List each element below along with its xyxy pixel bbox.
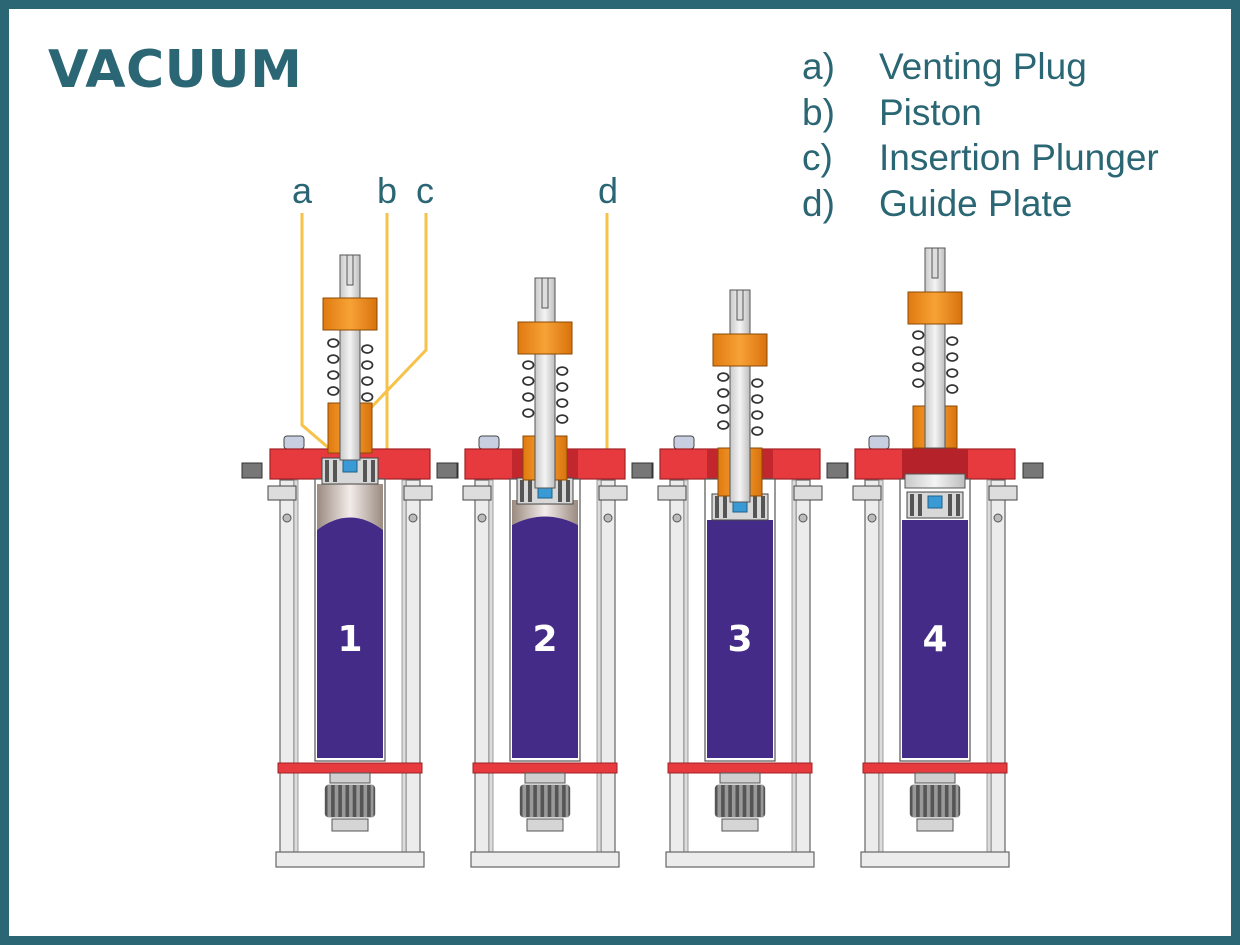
legend-key: c) [802,137,833,178]
legend-item-guide-plate: d) Guide Plate [802,181,1159,227]
legend-label: Piston [879,91,982,133]
legend-key: a) [802,46,835,87]
legend-item-venting-plug: a) Venting Plug [802,44,1159,90]
liquid-fill [317,517,383,758]
legend-item-piston: b) Piston [802,90,1159,136]
stage-number-label: 3 [727,619,752,660]
legend-item-insertion-plunger: c) Insertion Plunger [802,135,1159,181]
callout-letter-b: b [377,170,398,211]
stage-1: 1 [242,254,458,867]
legend-label: Guide Plate [879,182,1073,224]
liquid-fill [512,516,578,758]
liquid-fill [902,520,968,758]
callout-letter-a: a [292,170,313,211]
callout-letter-d: d [598,170,619,211]
stage-4: 4 [827,247,1043,867]
legend: a) Venting Plug b) Piston c) Insertion P… [802,44,1159,226]
legend-label: Venting Plug [879,46,1087,87]
stage-2: 2 [437,277,653,867]
callout-line-c [363,213,428,416]
legend-label: Insertion Plunger [879,137,1159,178]
stage-number-label: 4 [922,619,947,660]
stage-number-label: 2 [532,619,557,660]
stage-number-label: 1 [337,619,362,660]
stage-3: 3 [632,289,848,867]
callout-letter-c: c [416,170,434,211]
legend-key: d) [802,182,835,224]
callout-line-b [372,213,389,470]
liquid-fill [707,520,773,758]
slide-title: VACUUM [48,40,303,100]
legend-key: b) [802,91,835,133]
